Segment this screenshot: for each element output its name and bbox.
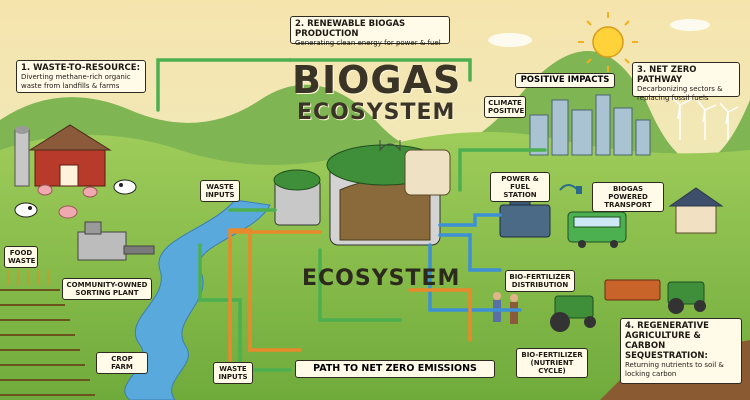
title-line-1: BIOGAS — [292, 58, 462, 102]
tractors — [550, 279, 706, 332]
step-3-callout: 3. NET ZERO PATHWAY Decarbonizing sector… — [632, 62, 740, 102]
house — [668, 187, 724, 234]
sorting-plant-label: COMMUNITY-OWNED SORTING PLANT — [62, 278, 152, 300]
wind-turbines — [669, 94, 739, 140]
step-1-callout: 1. WASTE-TO-RESOURCE: Diverting methane-… — [16, 60, 146, 93]
path-to-net-zero-label: PATH TO NET ZERO EMISSIONS — [295, 360, 495, 378]
biogas-transport-label: BIOGAS POWERED TRANSPORT — [592, 182, 664, 212]
title-line-2: ECOSYSTEM — [297, 100, 456, 125]
step-4-heading: 4. REGENERATIVE AGRICULTURE & CARBON SEQ… — [625, 321, 709, 361]
flow-lines — [156, 58, 547, 372]
food-waste-label: FOOD WASTE — [4, 246, 38, 268]
center-ecosystem-label: ECOSYSTEM — [302, 266, 461, 291]
farm-animals — [14, 179, 137, 219]
power-fuel-station-label: POWER & FUEL STATION — [490, 172, 550, 202]
step-2-callout: 2. RENEWABLE BIOGAS PRODUCTION Generatin… — [290, 16, 450, 47]
waste-inputs-bottom-label: WASTE INPUTS — [213, 362, 253, 384]
waste-inputs-top-label: WASTE INPUTS — [200, 180, 240, 202]
plug-icon — [559, 184, 582, 194]
step-3-heading: 3. NET ZERO PATHWAY — [637, 65, 697, 85]
step-3-text: Decarbonizing sectors & replacing fossil… — [637, 85, 723, 102]
biogas-digester — [273, 140, 451, 246]
step-1-text: Diverting methane-rich organic waste fro… — [21, 73, 131, 90]
sun-icon — [578, 12, 638, 72]
crop-rows — [0, 289, 95, 396]
step-2-text: Generating clean energy for power & fuel — [295, 39, 441, 47]
step-1-heading: 1. WASTE-TO-RESOURCE: — [21, 63, 140, 73]
positive-impacts-label: POSITIVE IMPACTS — [515, 73, 615, 88]
step-4-callout: 4. REGENERATIVE AGRICULTURE & CARBON SEQ… — [620, 318, 742, 384]
sorting-plant — [77, 221, 155, 261]
step-2-heading: 2. RENEWABLE BIOGAS PRODUCTION — [295, 19, 406, 39]
barn — [14, 124, 112, 187]
field — [0, 132, 750, 400]
biogas-bus — [567, 211, 627, 248]
city-skyline — [529, 94, 651, 156]
step-4-text: Returning nutrients to soil & locking ca… — [625, 361, 724, 378]
biofertilizer-cycle-label: BIO-FERTILIZER (NUTRIENT CYCLE) — [516, 348, 588, 378]
crop-farm-label: CROP FARM — [96, 352, 148, 374]
climate-positive-label: CLIMATE POSITIVE — [484, 96, 526, 118]
corn-stalks — [7, 270, 49, 285]
biofertilizer-distribution-label: BIO-FERTILIZER DISTRIBUTION — [505, 270, 575, 292]
